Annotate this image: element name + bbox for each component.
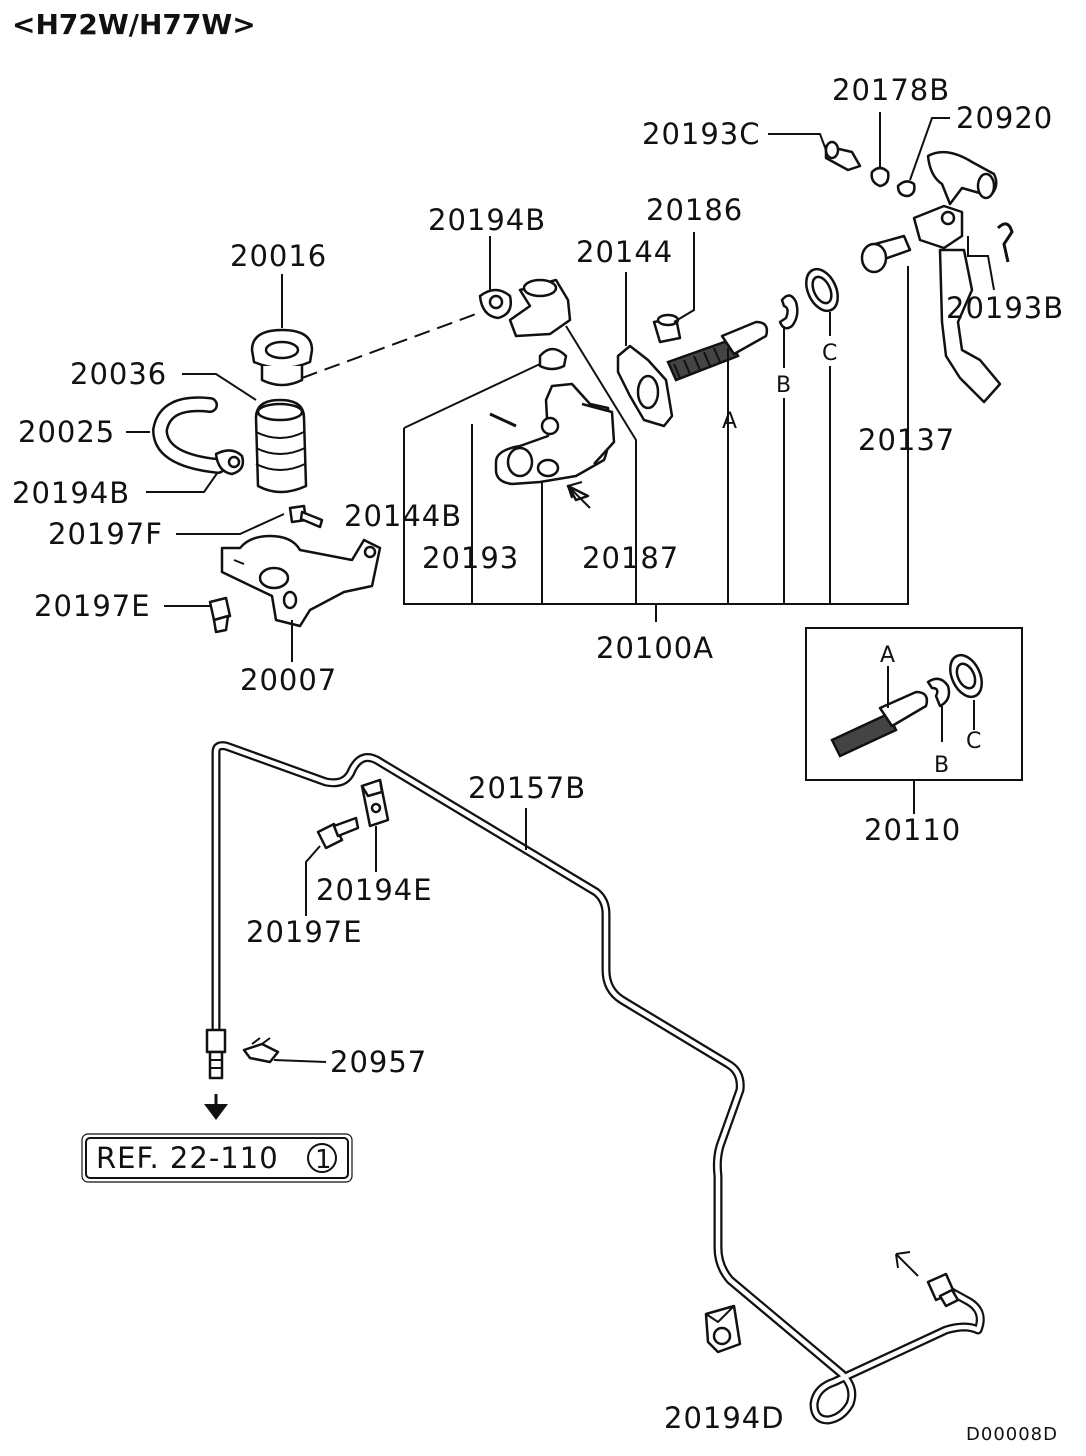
pin-20193 (489, 412, 517, 428)
label-20920: 20920 (956, 101, 1053, 135)
bolt-20197E-top (208, 596, 232, 634)
leader-lines (126, 112, 995, 662)
label-20007: 20007 (240, 663, 337, 697)
push-rod-A (666, 320, 769, 382)
label-20957: 20957 (330, 1045, 427, 1079)
label-20194D: 20194D (664, 1401, 785, 1435)
pin-20178B (870, 166, 890, 188)
label-20178B: 20178B (832, 73, 950, 107)
inset-box-20110 (805, 627, 1023, 814)
bracket-20007 (220, 534, 382, 628)
clip-20193B (996, 222, 1014, 263)
hose-clamp-20194B-top (478, 288, 512, 320)
clevis-pin-20193C (824, 140, 862, 172)
diagram-code: D00008D (966, 1424, 1058, 1445)
label-20025: 20025 (18, 415, 115, 449)
bolt-20197E-bottom (316, 816, 360, 850)
gasket-20144 (616, 344, 674, 428)
letter-c-inset: C (966, 729, 981, 754)
label-20194B-top: 20194B (428, 203, 546, 237)
bolt-20186 (652, 313, 682, 344)
label-20197E-bottom: 20197E (246, 915, 363, 949)
label-20100A: 20100A (596, 631, 714, 665)
grommet-20144B (538, 347, 568, 371)
reference-box: REF. 22-110 1 (81, 1133, 353, 1183)
letter-a-inset: A (880, 643, 895, 668)
reservoir-cap-20016 (250, 328, 314, 387)
master-cylinder-20100A (494, 382, 616, 502)
washer-20920 (896, 180, 916, 198)
label-20193B: 20193B (946, 291, 1064, 325)
label-20016: 20016 (230, 239, 327, 273)
letter-b-upper: B (776, 373, 791, 398)
boot-C (805, 267, 839, 313)
bolt-20197F (288, 504, 324, 529)
leader-lines-lower (273, 808, 527, 1063)
label-20144B: 20144B (344, 499, 462, 533)
pedal-assembly (860, 150, 1002, 404)
label-20194B-left: 20194B (12, 476, 130, 510)
clip-20957 (242, 1037, 280, 1064)
letter-b-inset: B (934, 753, 949, 778)
clip-20194E (360, 778, 390, 828)
reservoir-fitting (508, 278, 572, 338)
clip-20194D (704, 1304, 742, 1354)
clutch-pipe-20157B (211, 741, 985, 1425)
snap-ring-B (778, 294, 799, 330)
label-20110: 20110 (864, 813, 961, 847)
label-20197E-top: 20197E (34, 589, 151, 623)
down-arrow-icon (204, 1104, 228, 1120)
diagram-title: <H72W/H77W> (12, 8, 256, 41)
letter-a-upper: A (722, 409, 737, 434)
pipe-fitting-right (926, 1272, 960, 1308)
label-20036: 20036 (70, 357, 167, 391)
reference-circled-number: 1 (315, 1145, 333, 1175)
label-20193: 20193 (422, 541, 519, 575)
label-20137: 20137 (858, 423, 955, 457)
label-20193C: 20193C (642, 117, 761, 151)
label-20157B: 20157B (468, 771, 586, 805)
label-20197F: 20197F (48, 517, 163, 551)
label-20194E: 20194E (316, 873, 433, 907)
letter-c-upper: C (822, 341, 837, 366)
pipe-fitting-left (205, 1028, 227, 1080)
hose-clamp-20194B-left (214, 449, 245, 476)
reference-text: REF. 22-110 (96, 1141, 279, 1175)
label-20144: 20144 (576, 235, 673, 269)
label-20186: 20186 (646, 193, 743, 227)
label-20187: 20187 (582, 541, 679, 575)
reservoir-tank-20036 (254, 398, 308, 494)
